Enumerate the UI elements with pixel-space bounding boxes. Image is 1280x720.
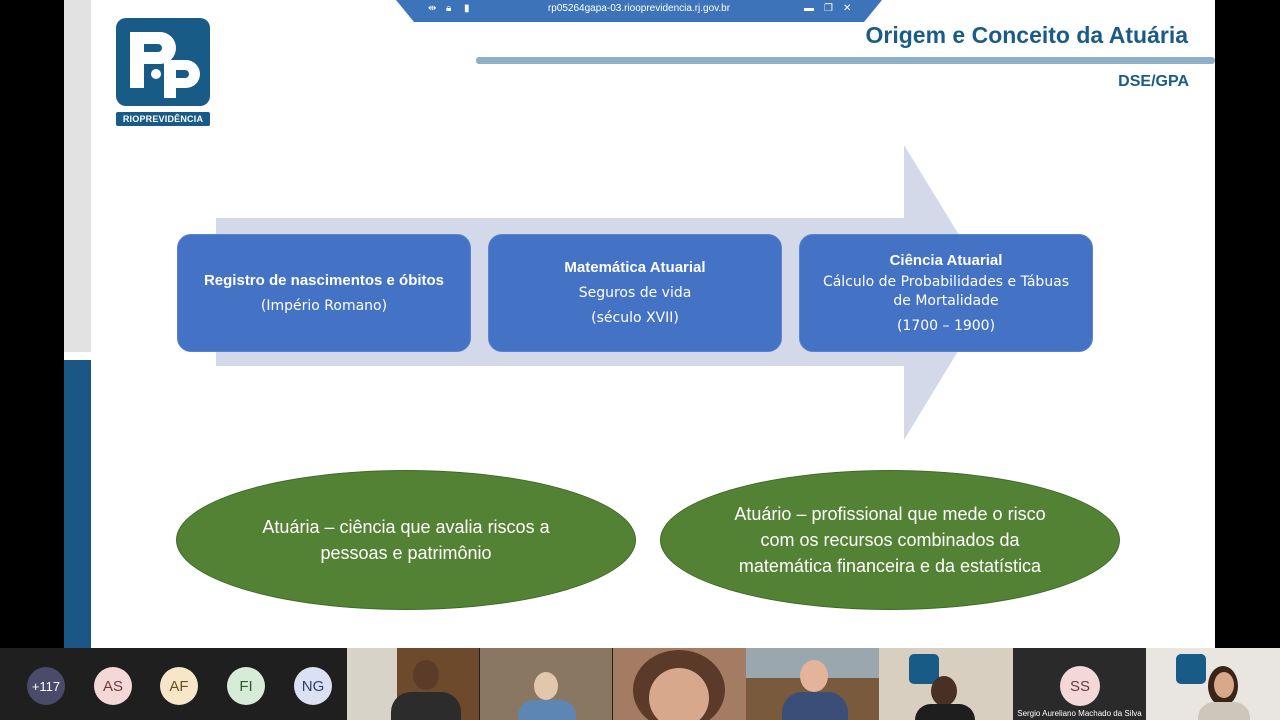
box-line: Cálculo de Probabilidades e Tábuas de Mo… (814, 273, 1078, 311)
timeline-box-actuarial-science: Ciência Atuarial Cálculo de Probabilidad… (799, 234, 1093, 352)
logo-mark (116, 18, 210, 106)
rioprevidencia-logo: RIOPREVIDÊNCIA (116, 18, 210, 130)
timeline-box-roman: Registro de nascimentos e óbitos (Impéri… (177, 234, 471, 352)
participant-video[interactable] (480, 648, 612, 720)
restore-icon[interactable]: ❐ (824, 3, 833, 15)
box-line: (século XVII) (591, 309, 679, 328)
box-title: Ciência Atuarial (890, 251, 1003, 271)
more-participants-button[interactable]: +117 (27, 667, 65, 705)
speaker-name: Sergio Aureliano Machado da Silva (1013, 709, 1146, 718)
slide-subtitle: DSE/GPA (1118, 73, 1189, 91)
minimize-icon[interactable]: ▬ (804, 3, 814, 15)
speaker-avatar: SS (1060, 666, 1100, 706)
definition-ellipse-atuaria: Atuária – ciência que avalia riscos a pe… (176, 470, 636, 610)
participant-video[interactable] (879, 648, 1013, 720)
participant-video[interactable] (1146, 648, 1280, 720)
box-title: Matemática Atuarial (564, 258, 705, 278)
close-icon[interactable]: ✕ (843, 3, 851, 15)
participant-speaker-tile[interactable]: SS Sergio Aureliano Machado da Silva (1013, 648, 1146, 720)
box-line: (Império Romano) (261, 297, 387, 316)
slide-title: Origem e Conceito da Atuária (866, 22, 1189, 49)
participant-avatar[interactable]: AS (94, 667, 132, 705)
box-title: Registro de nascimentos e óbitos (204, 271, 444, 291)
participant-video[interactable] (347, 648, 479, 720)
timeline-box-actuarial-math: Matemática Atuarial Seguros de vida (séc… (488, 234, 782, 352)
participant-video[interactable] (613, 648, 746, 720)
participant-video[interactable] (746, 648, 879, 720)
logo-text: RIOPREVIDÊNCIA (116, 112, 210, 126)
shared-slide: RIOPREVIDÊNCIA Origem e Conceito da Atuá… (64, 0, 1215, 648)
box-line: (1700 – 1900) (897, 317, 995, 336)
title-divider (476, 57, 1215, 64)
remote-connection-bar: ⇹ 🔒︎ ▮ rp05264gapa-03.riooprevidencia.rj… (396, 0, 882, 22)
participant-avatar[interactable]: FI (227, 667, 265, 705)
definition-ellipse-atuario: Atuário – profissional que mede o risco … (660, 470, 1120, 610)
rioprevidencia-mini-logo (1176, 654, 1206, 684)
participant-avatar[interactable]: AF (160, 667, 198, 705)
participant-avatar[interactable]: NG (294, 667, 332, 705)
box-line: Seguros de vida (579, 284, 692, 303)
